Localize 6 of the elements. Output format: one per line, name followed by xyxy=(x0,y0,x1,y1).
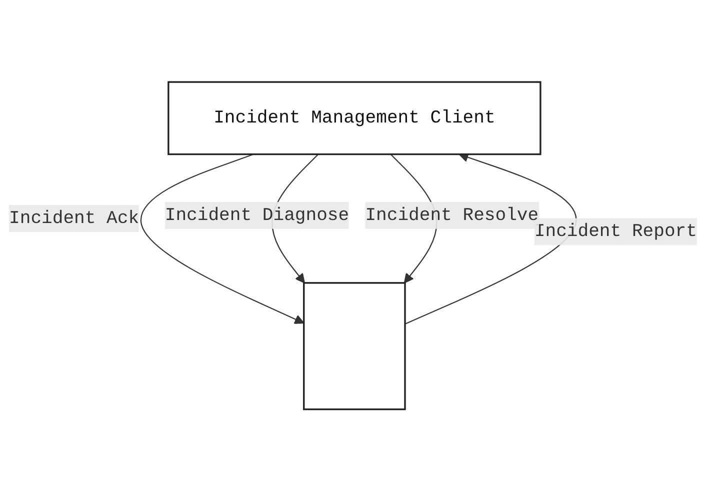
edge-label: Incident Diagnose xyxy=(164,205,350,226)
edge-label: Incident Report xyxy=(534,221,697,242)
arrow xyxy=(140,154,304,324)
node-box xyxy=(303,282,406,410)
edge-label: Incident Ack xyxy=(9,208,140,229)
node-box: Incident Management Client xyxy=(168,81,542,155)
